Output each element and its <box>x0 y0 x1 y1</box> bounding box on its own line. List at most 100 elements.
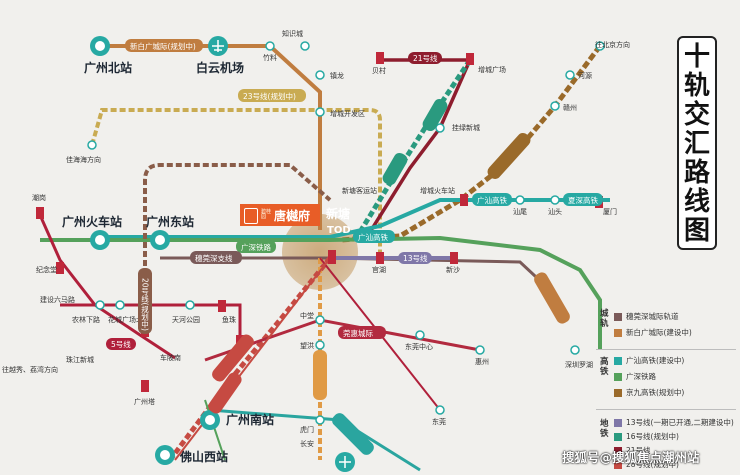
svg-text:13号线: 13号线 <box>403 253 428 263</box>
label-heyuan: 河源 <box>578 71 592 80</box>
title-char: 交 <box>683 100 710 130</box>
legend-item: 京九高铁(规划中) <box>614 387 684 399</box>
legend-item: 广深铁路 <box>614 371 656 383</box>
title-char: 线 <box>683 187 710 217</box>
tag-l20 <box>138 268 152 334</box>
tag-dongguan <box>313 350 327 400</box>
line-jingjiu <box>339 44 602 243</box>
svg-text:新白广城际(规划中): 新白广城际(规划中) <box>130 41 196 51</box>
label-dongguan-center: 东莞中心 <box>405 342 433 351</box>
label-ganzhou: 赣州 <box>563 103 577 112</box>
station-airport-south[interactable] <box>335 452 355 472</box>
legend-group-metro: 地铁 13号线(一期已开通,二期建设中) 16号线(规划中) 21号线 28号线… <box>596 415 740 475</box>
station-guangzhou-railway[interactable] <box>90 230 110 250</box>
station-guangzhou-east[interactable] <box>150 230 170 250</box>
label-nonglin: 农林下路 <box>72 315 100 324</box>
tag-l21: 21号线 <box>408 52 442 64</box>
tag-guangdong <box>534 272 570 324</box>
legend-swatch <box>614 312 622 321</box>
tag-l23: 23号线(规划中) <box>238 89 306 102</box>
legend-item: 新白广城际(建设中) <box>614 327 692 339</box>
title-char: 路 <box>683 158 710 188</box>
station-foshan-west[interactable] <box>155 445 175 465</box>
legend-group-intercity: 城轨 穗莞深城际轨道 新白广城际(建设中) <box>596 305 740 347</box>
tag-guangshen: 广深铁路 <box>236 240 276 253</box>
label-xintang-passenger: 新塘客运站 <box>342 186 377 195</box>
tag-l5: 5号线 <box>106 338 136 350</box>
legend-divider <box>596 349 736 350</box>
label-zhujiang: 珠江新城 <box>66 355 94 364</box>
station-guangzhou-south[interactable] <box>200 410 220 430</box>
legend-group-name: 城轨 <box>600 309 609 329</box>
legend-swatch <box>614 460 622 469</box>
tag-xinbai: 新白广城际(规划中) <box>125 39 203 52</box>
label-zhongtang: 中堂 <box>300 311 314 320</box>
station-guangzhou-north[interactable] <box>90 36 110 56</box>
label-zengcheng-dev: 增城开发区 <box>330 109 365 118</box>
label-changan: 长安 <box>300 439 314 448</box>
label-baiyun-airport: 白云机场 <box>196 60 244 75</box>
legend-item: 广汕高铁(建设中) <box>614 355 684 367</box>
legend-swatch <box>614 388 622 397</box>
label-chaogang: 潮岗 <box>32 193 46 202</box>
logo-name: 唐樾府 <box>274 209 311 223</box>
label-guangzhou-tower: 广州塔 <box>134 397 155 406</box>
legend-item: 13号线(一期已开通,二期建设中) <box>614 417 734 429</box>
title-box: 十 轨 交 汇 路 线 图 <box>677 36 717 250</box>
label-jianshe6: 建设六马路 <box>40 295 75 304</box>
label-guangzhou-railway: 广州火车站 <box>62 214 122 229</box>
legend-swatch <box>614 372 622 381</box>
title-char: 图 <box>683 216 710 246</box>
label-zhishicheng: 知识城 <box>282 29 303 38</box>
title-char: 十 <box>683 42 710 72</box>
title-char: 轨 <box>683 71 710 101</box>
label-foshan-west: 佛山西站 <box>179 449 228 464</box>
label-chebei: 车陂南 <box>160 353 181 362</box>
legend-swatch <box>614 446 622 455</box>
label-humen: 虎门 <box>300 425 314 434</box>
legend: 城轨 穗莞深城际轨道 新白广城际(建设中) 高铁 广汕高铁(建设中) 广深铁路 … <box>596 305 740 475</box>
legend-item: 穗莞深城际轨道 <box>614 311 679 323</box>
label-shanwei: 汕尾 <box>513 207 527 216</box>
label-zhuliao: 竹料 <box>263 53 277 62</box>
label-yuexiu-liwan: 往越秀、荔湾方向 <box>2 365 58 374</box>
label-guashui: 挂绿新城 <box>452 123 480 132</box>
marker-xintang <box>328 250 336 264</box>
legend-group-hsr: 高铁 广汕高铁(建设中) 广深铁路 京九高铁(规划中) <box>596 353 740 409</box>
project-logo[interactable]: 碧桂园 唐樾府 <box>240 204 320 226</box>
svg-text:21号线: 21号线 <box>413 53 438 63</box>
station-baiyun-airport[interactable] <box>208 36 228 56</box>
label-guangzhou-north: 广州北站 <box>84 60 132 75</box>
legend-item: 16号线(规划中) <box>614 431 679 443</box>
small-stations <box>87 41 605 425</box>
logo-brand: 碧桂园 <box>261 209 272 220</box>
label-yuzhu: 鱼珠 <box>222 315 236 324</box>
label-shantou: 汕头 <box>548 207 562 216</box>
svg-text:23号线(规划中): 23号线(规划中) <box>243 91 296 101</box>
tag-yongcheng <box>208 372 242 414</box>
svg-text:广汕高铁: 广汕高铁 <box>477 195 507 205</box>
title-char: 汇 <box>683 129 710 159</box>
line-thin-2 <box>174 257 331 461</box>
building-icon <box>244 208 258 224</box>
tag-guangshan: 广汕高铁 <box>472 193 512 206</box>
svg-text:5号线: 5号线 <box>111 339 131 349</box>
legend-swatch <box>614 328 622 337</box>
label-xiamen: 厦门 <box>603 207 617 216</box>
tag-xiashen: 夏深高铁 <box>563 193 603 206</box>
legend-swatch <box>614 356 622 365</box>
label-jiahai: 佳海海方向 <box>66 155 101 164</box>
marker-beicun <box>376 52 384 64</box>
tag-suiguan: 穗莞深支线 <box>190 251 242 264</box>
label-dongguan: 东莞 <box>432 417 446 426</box>
label-xinsha: 新沙 <box>446 265 460 274</box>
svg-text:广汕高铁: 广汕高铁 <box>358 232 388 242</box>
line-20 <box>143 163 332 320</box>
tag-guangshan-2: 广汕高铁 <box>353 230 395 243</box>
label-zengcheng-hsr: 增城火车站 <box>420 186 455 195</box>
svg-text:莞惠城际: 莞惠城际 <box>343 328 373 338</box>
line-thin-3 <box>204 399 226 461</box>
svg-text:穗莞深支线: 穗莞深支线 <box>195 253 233 263</box>
label-jiniantang: 纪念堂 <box>36 265 57 274</box>
